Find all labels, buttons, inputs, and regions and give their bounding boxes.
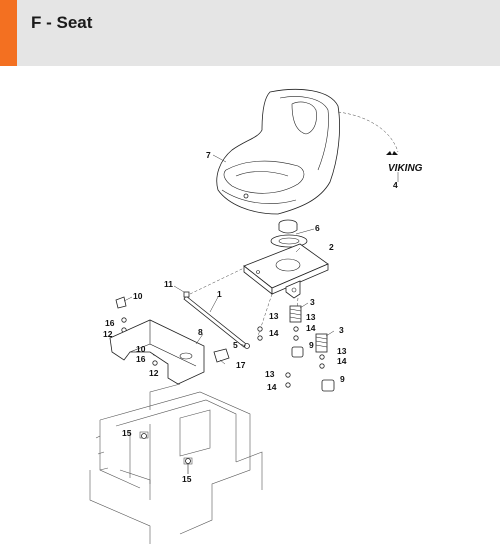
leader-lines — [123, 154, 399, 365]
callout-3-left: 3 — [310, 297, 315, 307]
callout-14-d: 14 — [267, 382, 277, 392]
viking-logo: VIKING — [386, 151, 423, 174]
bolt-15-right — [185, 458, 191, 474]
pivot-cap — [270, 219, 308, 248]
pin-5 — [244, 343, 250, 349]
mower-frame — [89, 383, 263, 544]
callout-16-top: 16 — [105, 318, 115, 328]
callout-14-b: 14 — [306, 323, 316, 333]
callout-6: 6 — [315, 223, 320, 233]
seat-bracket — [109, 319, 205, 385]
knob-10 — [115, 296, 127, 309]
callout-9-right: 9 — [340, 374, 345, 384]
callout-13-d: 13 — [265, 369, 275, 379]
callout-5: 5 — [233, 340, 238, 350]
page-title: F - Seat — [31, 13, 93, 32]
bushing-17 — [213, 348, 230, 363]
callout-16-bottom: 16 — [136, 354, 146, 364]
header-accent — [0, 0, 17, 66]
callout-15-left: 15 — [122, 428, 132, 438]
callout-8: 8 — [198, 327, 203, 337]
spring-left — [289, 305, 302, 323]
callout-11: 11 — [164, 279, 173, 289]
bolt-15-left — [141, 433, 147, 439]
callout-10-bottom: 10 — [136, 344, 146, 354]
callout-13-b: 13 — [306, 312, 316, 322]
callout-1: 1 — [217, 289, 222, 299]
callout-12-top: 12 — [103, 329, 113, 339]
callout-17: 17 — [236, 360, 246, 370]
callout-10-top: 10 — [133, 291, 143, 301]
seat-plate — [243, 243, 329, 299]
callout-3-right: 3 — [339, 325, 344, 335]
callout-13-a: 13 — [269, 311, 279, 321]
callout-14-a: 14 — [269, 328, 279, 338]
seat-parts-diagram: VIKING — [89, 89, 423, 544]
callout-2: 2 — [329, 242, 334, 252]
bumper-left — [291, 346, 304, 358]
callout-12-bottom: 12 — [149, 368, 159, 378]
callout-15-right: 15 — [182, 474, 192, 484]
logo-text: VIKING — [388, 163, 423, 174]
callout-13-c: 13 — [337, 346, 347, 356]
spring-right — [315, 333, 328, 353]
header-bar: F - Seat — [0, 0, 500, 66]
seat-part — [216, 89, 340, 215]
callout-14-c: 14 — [337, 356, 347, 366]
pin-11 — [183, 291, 190, 298]
bumper-right — [321, 379, 335, 392]
callout-labels: 7 4 6 2 1 11 10 3 16 12 13 14 13 14 8 3 … — [103, 150, 398, 484]
callout-4: 4 — [393, 180, 398, 190]
pivot-rod — [183, 295, 247, 348]
callout-9-left: 9 — [309, 340, 314, 350]
callout-7: 7 — [206, 150, 211, 160]
